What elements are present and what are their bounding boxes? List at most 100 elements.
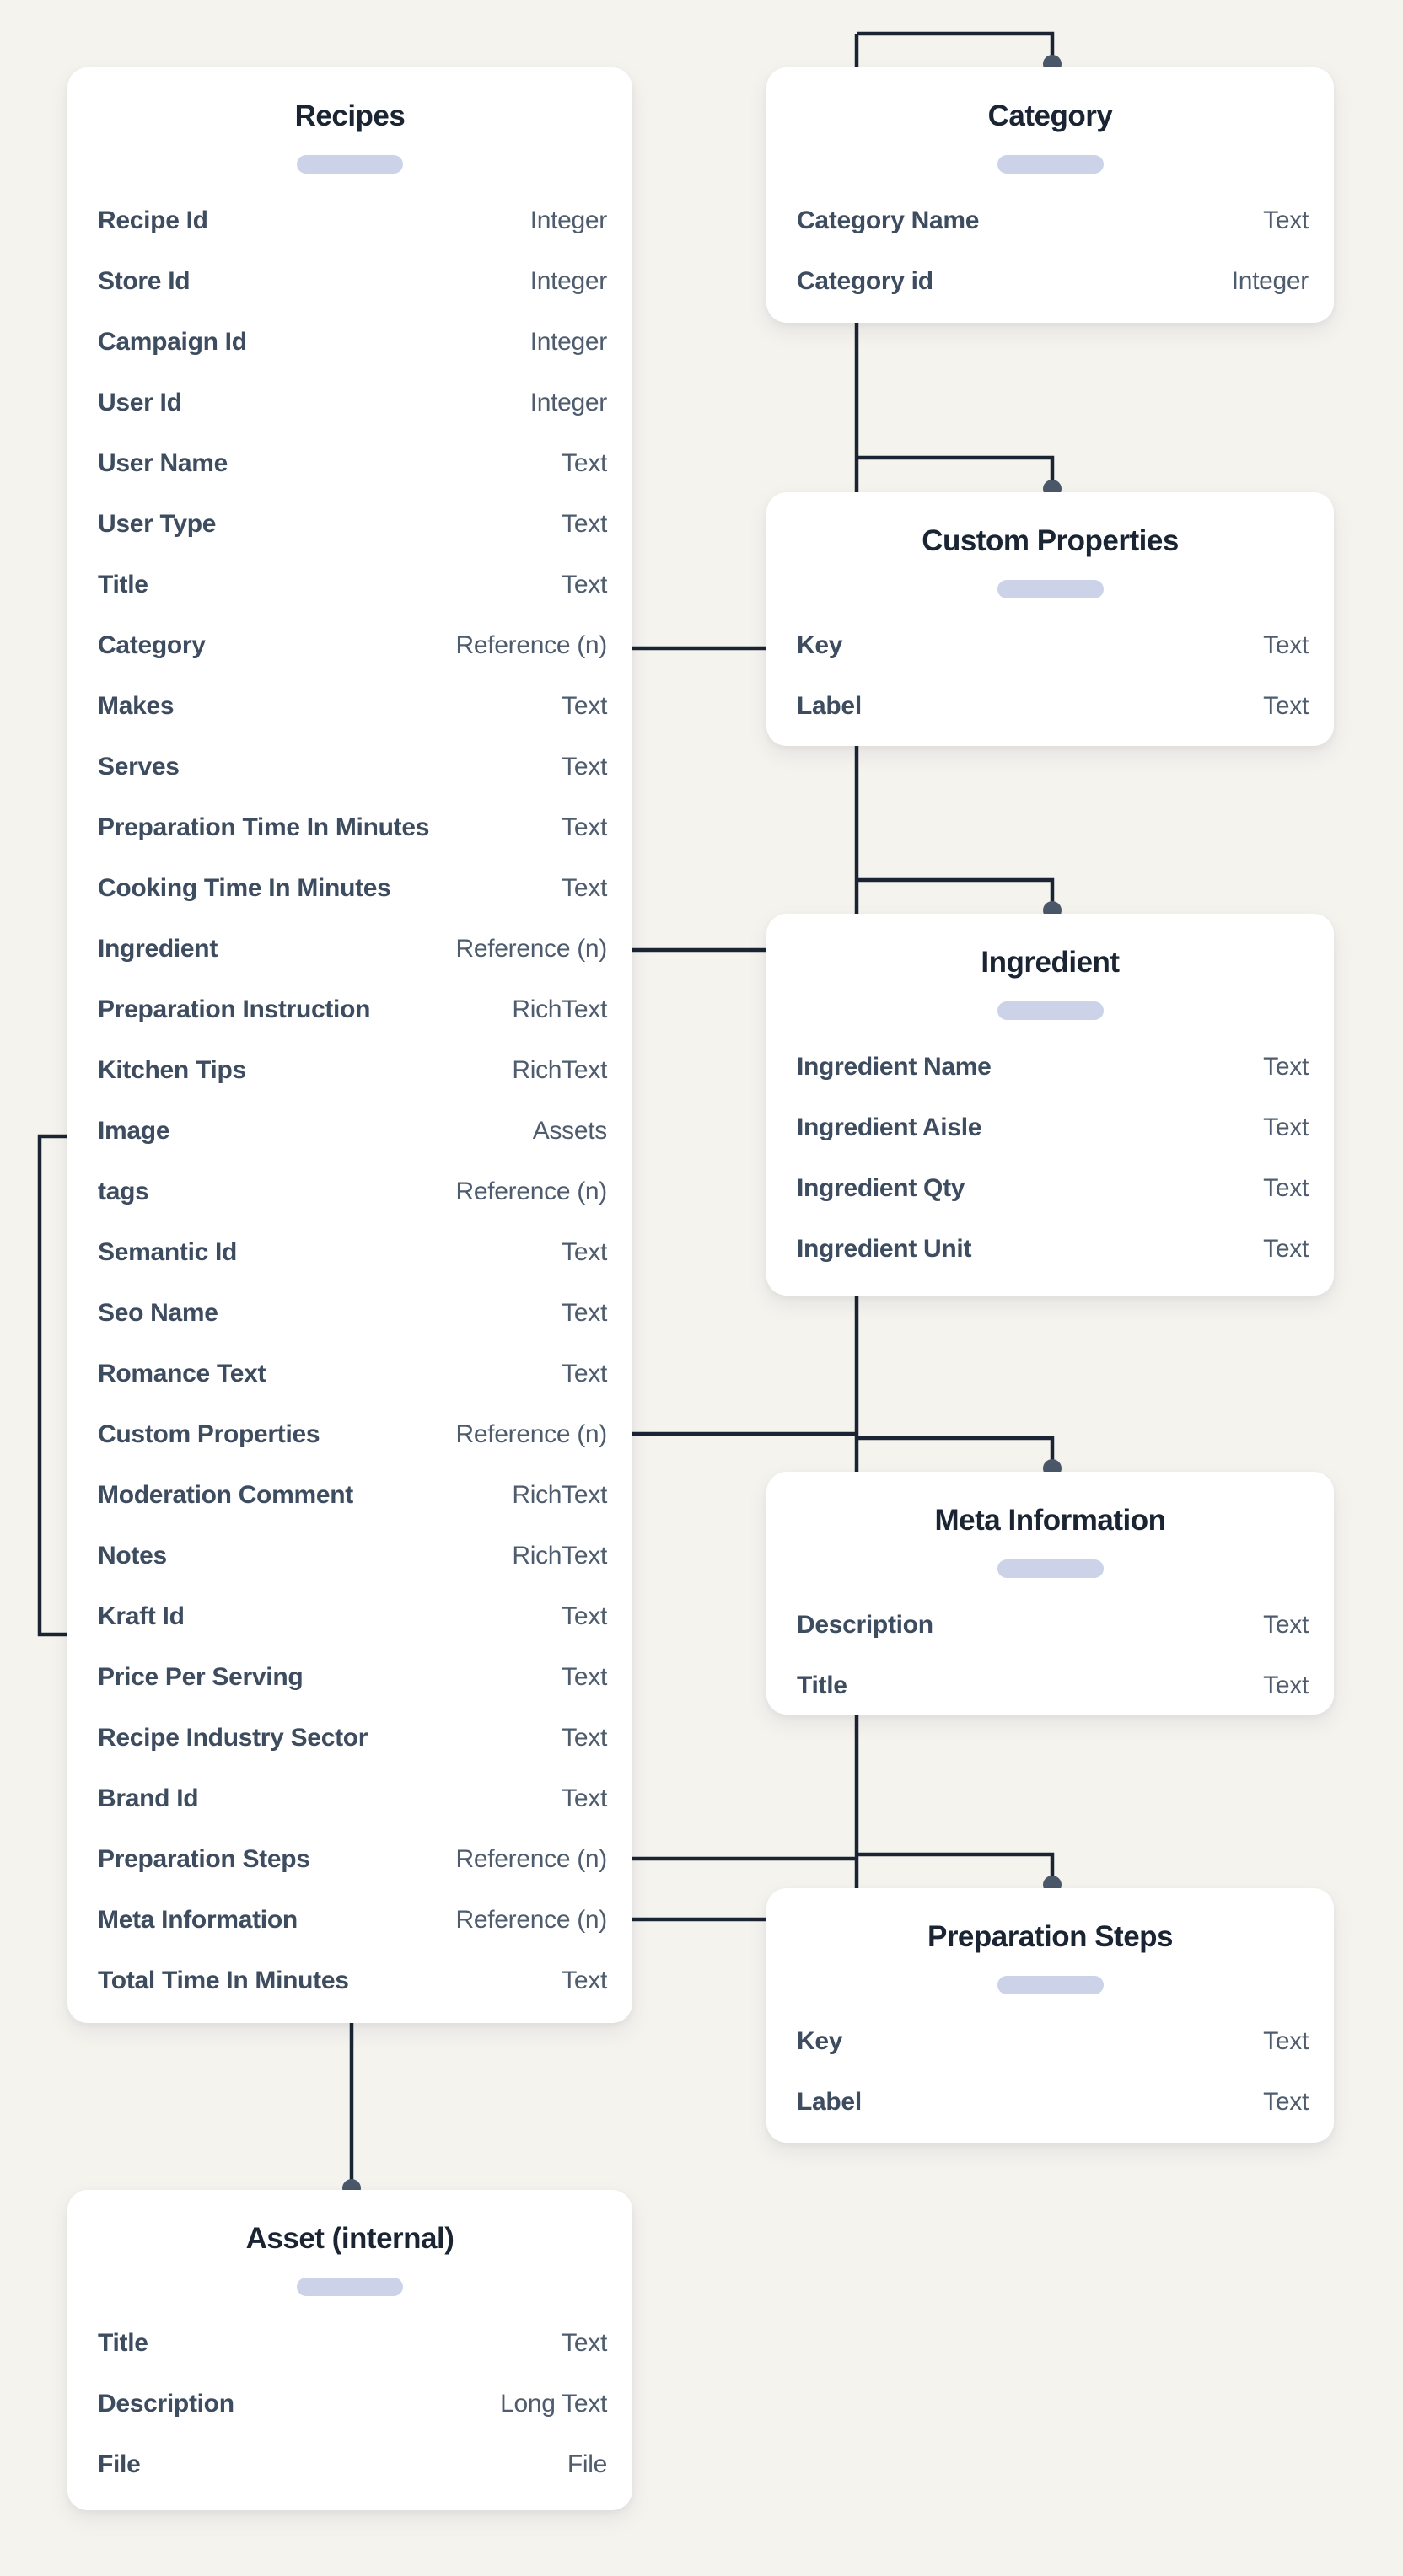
field-type: Assets — [532, 1117, 608, 1145]
field-list: Title Text Description Long Text File Fi… — [67, 2313, 632, 2495]
field-row: Label Text — [766, 2072, 1334, 2133]
field-name: Title — [98, 2329, 148, 2357]
field-type: Long Text — [500, 2390, 607, 2418]
entity-card-custom-properties[interactable]: Custom Properties Key Text Label Text — [766, 492, 1334, 746]
entity-card-recipes[interactable]: Recipes Recipe Id Integer Store Id Integ… — [67, 67, 632, 2023]
entity-card-category[interactable]: Category Category Name Text Category id … — [766, 67, 1334, 323]
entity-card-preparation-steps[interactable]: Preparation Steps Key Text Label Text — [766, 1888, 1334, 2143]
field-type: RichText — [512, 1481, 607, 1509]
field-name: Price Per Serving — [98, 1663, 304, 1691]
field-type: Integer — [529, 389, 608, 416]
field-type: Text — [562, 1360, 607, 1387]
entity-title: Custom Properties — [922, 524, 1179, 557]
field-name: User Name — [98, 449, 228, 477]
field-row: Title Text — [67, 555, 632, 615]
field-row: Seo Name Text — [67, 1283, 632, 1344]
field-type: Text — [1263, 2027, 1309, 2055]
field-type: Reference (n) — [455, 1178, 607, 1205]
title-underline-pill — [997, 155, 1104, 174]
field-row: Semantic Id Text — [67, 1222, 632, 1283]
entity-title: Recipes — [294, 99, 406, 132]
field-list: Description Text Title Text — [766, 1595, 1334, 1716]
entity-card-meta-information[interactable]: Meta Information Description Text Title … — [766, 1472, 1334, 1715]
field-row: Label Text — [766, 676, 1334, 737]
field-type: Text — [562, 1967, 607, 1994]
field-row: Title Text — [67, 2313, 632, 2374]
field-name: Ingredient Name — [797, 1053, 992, 1081]
field-row: Moderation Comment RichText — [67, 1465, 632, 1526]
field-type: Text — [562, 753, 607, 781]
field-name: Romance Text — [98, 1360, 266, 1387]
field-row: tags Reference (n) — [67, 1162, 632, 1222]
field-row: Ingredient Reference (n) — [67, 919, 632, 979]
field-name: Moderation Comment — [98, 1481, 353, 1509]
field-type: Text — [562, 2329, 607, 2357]
field-type: Text — [562, 1602, 607, 1630]
field-name: Category — [98, 631, 206, 659]
field-name: Recipe Industry Sector — [98, 1724, 368, 1752]
field-type: Text — [562, 692, 607, 720]
field-list: Category Name Text Category id Integer — [766, 191, 1334, 312]
entity-card-asset-internal[interactable]: Asset (internal) Title Text Description … — [67, 2190, 632, 2510]
field-name: Makes — [98, 692, 175, 720]
field-row: Kitchen Tips RichText — [67, 1040, 632, 1101]
field-type: Text — [562, 571, 607, 598]
field-row: Romance Text Text — [67, 1344, 632, 1404]
field-row: Ingredient Aisle Text — [766, 1097, 1334, 1158]
field-row: Campaign Id Integer — [67, 312, 632, 373]
field-name: Preparation Time In Minutes — [98, 813, 430, 841]
field-type: File — [567, 2450, 607, 2478]
field-type: Text — [562, 813, 607, 841]
field-row: Description Text — [766, 1595, 1334, 1656]
entity-title: Meta Information — [934, 1504, 1166, 1537]
field-name: Seo Name — [98, 1299, 218, 1327]
field-type: Text — [1263, 692, 1309, 720]
entity-title: Ingredient — [981, 946, 1120, 979]
field-name: Image — [98, 1117, 170, 1145]
title-underline-pill — [297, 155, 403, 174]
field-type: Reference (n) — [455, 1845, 607, 1873]
field-type: Integer — [529, 267, 608, 295]
field-type: Text — [562, 510, 607, 538]
field-type: Reference (n) — [455, 631, 607, 659]
field-name: Preparation Instruction — [98, 996, 371, 1023]
field-name: Key — [797, 2027, 843, 2055]
field-row: User Type Text — [67, 494, 632, 555]
field-name: Category Name — [797, 207, 980, 234]
field-type: Text — [562, 449, 607, 477]
field-name: Description — [98, 2390, 234, 2418]
title-underline-pill — [997, 580, 1104, 598]
field-type: Text — [1263, 1611, 1309, 1639]
entity-title: Preparation Steps — [927, 1920, 1174, 1953]
field-type: Text — [1263, 1053, 1309, 1081]
field-row: Description Long Text — [67, 2374, 632, 2434]
connector-branch-category — [857, 31, 1055, 61]
field-name: Category id — [797, 267, 933, 295]
connector-branch-meta-information — [857, 1436, 1055, 1465]
entity-title: Category — [987, 99, 1113, 132]
field-row: Preparation Instruction RichText — [67, 979, 632, 1040]
field-name: Kitchen Tips — [98, 1056, 246, 1084]
connector-branch-ingredient — [857, 877, 1055, 907]
field-row: Title Text — [766, 1656, 1334, 1716]
field-type: Text — [562, 1724, 607, 1752]
field-name: Description — [797, 1611, 933, 1639]
field-name: Meta Information — [98, 1906, 298, 1934]
field-row: Custom Properties Reference (n) — [67, 1404, 632, 1465]
connector-branch-custom-properties — [857, 455, 1055, 486]
field-list: Key Text Label Text — [766, 615, 1334, 737]
field-name: Ingredient Unit — [797, 1235, 972, 1263]
field-row: Category Reference (n) — [67, 615, 632, 676]
field-name: File — [98, 2450, 141, 2478]
field-name: Title — [797, 1672, 847, 1699]
title-underline-pill — [997, 1976, 1104, 1994]
field-name: tags — [98, 1178, 149, 1205]
entity-card-ingredient[interactable]: Ingredient Ingredient Name Text Ingredie… — [766, 914, 1334, 1296]
field-list: Recipe Id Integer Store Id Integer Campa… — [67, 191, 632, 2011]
field-name: Key — [797, 631, 843, 659]
field-name: Custom Properties — [98, 1420, 320, 1448]
field-row: Key Text — [766, 615, 1334, 676]
field-type: Text — [1263, 207, 1309, 234]
field-name: User Id — [98, 389, 182, 416]
field-list: Ingredient Name Text Ingredient Aisle Te… — [766, 1037, 1334, 1280]
